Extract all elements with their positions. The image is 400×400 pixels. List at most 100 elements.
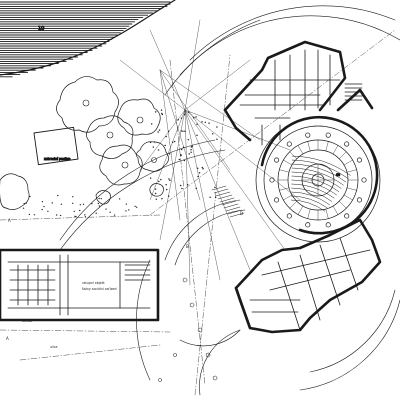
planting-dot	[100, 198, 102, 200]
planting-dot	[105, 208, 107, 210]
construction-ray	[139, 109, 186, 171]
planting-dot	[169, 179, 171, 182]
planting-dot	[158, 180, 160, 183]
stair-tread	[219, 197, 235, 203]
stair-step	[291, 159, 349, 179]
rotunda-column	[305, 132, 311, 138]
planting-dot	[109, 211, 111, 213]
planting-dot	[157, 149, 160, 151]
planting-dot	[182, 146, 185, 149]
construction-ray	[184, 19, 201, 111]
planting-dot	[155, 198, 158, 200]
stair-tread	[221, 200, 237, 206]
planting-dot	[179, 184, 182, 187]
rotunda-radial	[346, 169, 357, 173]
planting-dot	[211, 133, 214, 135]
planting-dot	[79, 204, 82, 206]
stair-step	[291, 195, 328, 209]
construction-ray	[184, 109, 251, 271]
construction-ray	[159, 69, 261, 141]
rotunda-radial	[325, 208, 329, 219]
axis-d: D	[240, 211, 243, 216]
shoreline	[0, 0, 176, 76]
planting-dot	[84, 216, 87, 218]
planting-dot	[198, 172, 201, 174]
planting-dot	[82, 203, 85, 206]
water-hatch	[0, 1, 171, 78]
tree-canopy	[86, 115, 134, 159]
planting-dot	[98, 205, 101, 207]
rotunda-column	[344, 213, 350, 219]
planting-dot	[188, 153, 190, 155]
rotunda-radial	[289, 151, 297, 159]
planting-dot	[51, 202, 53, 204]
planting-dot	[165, 188, 168, 191]
planting-dots	[22, 109, 218, 218]
water-number: 10	[38, 26, 44, 32]
rotunda-radial	[325, 141, 329, 152]
stair-step	[290, 199, 326, 212]
rotunda-column	[344, 141, 350, 147]
construction-ray	[159, 109, 186, 241]
planting-dot	[47, 210, 49, 213]
stair-step	[291, 163, 347, 183]
rotunda-column	[274, 197, 280, 203]
stair-tread	[227, 209, 243, 215]
planting-dot	[214, 186, 216, 189]
planting-dot	[153, 141, 156, 143]
rotunda-radial	[343, 159, 353, 166]
planting-dot	[167, 195, 170, 197]
planting-dot	[160, 109, 163, 111]
planting-dot	[180, 117, 183, 119]
tree-centers	[82, 99, 157, 169]
planting-dot	[190, 146, 193, 148]
planting-dot	[214, 196, 217, 199]
stair-tread	[229, 212, 245, 218]
tree-canopy	[56, 76, 119, 133]
partition-walls	[7, 49, 371, 331]
rotunda-radial	[279, 169, 290, 173]
planting-dot	[197, 175, 199, 178]
rotunda-radial	[339, 151, 347, 159]
rotunda-column	[356, 197, 362, 203]
planting-dot	[216, 126, 218, 128]
planting-dot	[128, 209, 130, 211]
planting-dot	[125, 210, 127, 212]
stair-tread	[211, 185, 227, 191]
planting-dot	[196, 134, 198, 137]
planting-dot	[84, 214, 86, 216]
rotunda-radial	[297, 145, 304, 155]
planting-dot	[201, 166, 204, 169]
planting-dot	[95, 212, 97, 214]
planting-dot	[29, 195, 31, 198]
planting-dot	[182, 130, 184, 132]
planting-dot	[188, 111, 190, 113]
planting-dot	[168, 153, 171, 155]
planting-dot	[154, 192, 157, 195]
planting-dot	[57, 194, 59, 197]
construction-ray	[184, 109, 191, 286]
planting-dot	[180, 148, 183, 151]
planting-dot	[125, 203, 128, 205]
planting-dot	[180, 130, 182, 132]
stair-step	[291, 183, 335, 199]
planting-dot	[183, 159, 186, 162]
west-block-sub: šatny sociální zařízení	[82, 287, 117, 291]
tree-canopy	[99, 144, 143, 186]
rotunda-radial	[297, 205, 304, 215]
planting-dot	[161, 197, 163, 200]
planting-dot	[190, 148, 192, 151]
stair-tread	[213, 188, 229, 194]
construction-ray	[184, 109, 221, 281]
rotunda-radial	[339, 201, 347, 209]
stair-step	[291, 175, 340, 192]
planting-dot	[160, 178, 162, 181]
axis-b: B	[186, 244, 189, 249]
planting-dot	[41, 201, 44, 203]
construction-ray	[149, 29, 186, 111]
planting-dot	[195, 116, 197, 118]
tree-canopy	[117, 98, 161, 136]
planting-dot	[91, 203, 93, 205]
rotunda-radial	[332, 145, 339, 155]
planting-dot	[177, 119, 179, 121]
